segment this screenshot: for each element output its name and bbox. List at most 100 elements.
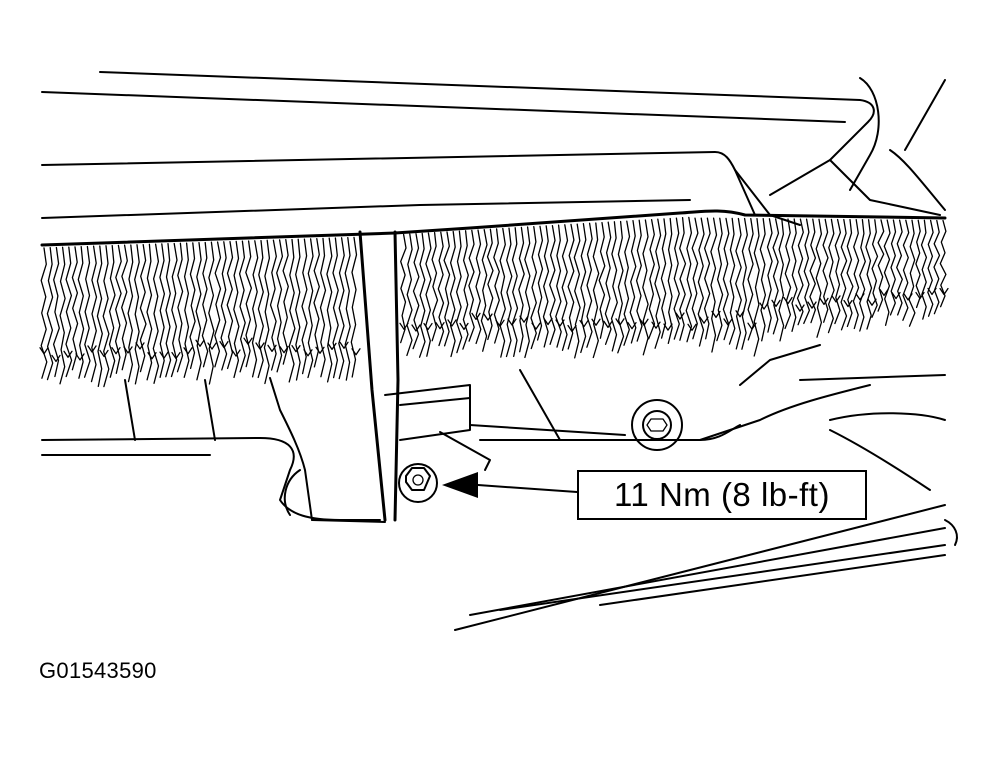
fringe-tooth: [303, 349, 313, 357]
fringe-strand: [586, 222, 593, 348]
fringe-strand: [90, 245, 98, 383]
fringe-strand: [332, 237, 339, 379]
fringe-tooth: [675, 312, 685, 320]
fringe-strand: [499, 227, 506, 358]
fringe-strand: [567, 223, 575, 350]
fringe-tooth: [147, 352, 157, 360]
fringe-strand: [667, 217, 673, 345]
fringe-strand: [859, 219, 866, 332]
fringe-strand: [877, 219, 885, 312]
fringe-strand: [803, 218, 811, 325]
fringe-tooth: [483, 313, 493, 321]
fringe-strand: [908, 219, 916, 327]
fringe-strand: [208, 241, 215, 385]
fringe-tooth: [159, 351, 169, 359]
fringe-strand: [102, 245, 110, 388]
bolt-icon-secondary: [631, 399, 683, 451]
fringe-strand: [52, 246, 60, 378]
fringe-tooth: [615, 318, 625, 326]
fringe-tooth: [879, 288, 889, 297]
torque-callout-box: 11 Nm (8 lb-ft): [577, 470, 867, 520]
fringe-tooth: [351, 348, 361, 356]
fringe-strand: [592, 222, 600, 359]
fringe-tooth: [135, 342, 145, 350]
fringe-tooth: [231, 349, 241, 357]
fringe-strand: [83, 245, 91, 378]
fringe-strand: [295, 238, 301, 381]
fringe-tooth: [63, 350, 73, 358]
fringe-strand: [400, 233, 407, 344]
fringe-strand: [604, 221, 612, 345]
fringe-strand: [443, 231, 451, 347]
fringe-tooth: [255, 342, 265, 350]
fringe-strand: [238, 240, 246, 373]
fringe-strand: [815, 218, 823, 338]
fringe-strand: [96, 245, 103, 388]
fringe-strand: [902, 219, 910, 321]
fringe-strand: [846, 218, 854, 328]
fringe-tooth: [807, 301, 817, 309]
fringe-tooth: [771, 299, 781, 307]
fringe-strand: [710, 217, 718, 353]
fringe-strand: [827, 218, 835, 334]
fringe-strand: [518, 226, 525, 353]
fringe-tooth: [891, 291, 901, 300]
fringe-strand: [580, 223, 587, 354]
fringe-strand: [728, 217, 736, 345]
fringe-strand: [920, 219, 928, 320]
fringe-strand: [319, 237, 327, 378]
fringe-tooth: [579, 319, 589, 328]
fringe-tooth: [507, 318, 517, 326]
fringe-strand: [766, 218, 773, 333]
fringe-tooth: [927, 287, 937, 296]
fringe-strand: [505, 227, 513, 358]
fringe-tooth: [831, 295, 841, 303]
fringe-tooth: [195, 339, 205, 347]
fringe-tooth: [747, 322, 757, 330]
fringe-tooth: [171, 351, 181, 360]
fringe-strand: [778, 218, 785, 342]
fringe-tooth: [867, 298, 877, 306]
fringe-strand: [127, 244, 134, 383]
fringe-strand: [555, 224, 562, 348]
fringe-strand: [673, 217, 680, 340]
fringe-tooth: [903, 293, 913, 301]
fringe-tooth: [855, 293, 865, 301]
fringe-strand: [623, 220, 631, 346]
weatherstrip-fringe: [39, 216, 949, 388]
fringe-strand: [226, 240, 234, 370]
fringe-strand: [263, 239, 271, 385]
fringe-strand: [338, 237, 345, 380]
fringe-strand: [648, 218, 656, 340]
fringe-strand: [170, 242, 178, 378]
fringe-strand: [195, 242, 202, 381]
fringe-tooth: [399, 322, 409, 330]
fringe-tooth: [519, 315, 529, 323]
fringe-strand: [852, 219, 860, 330]
fringe-strand: [114, 244, 122, 374]
fringe-strand: [486, 228, 494, 341]
fringe-strand: [152, 243, 160, 384]
fringe-strand: [475, 229, 482, 345]
fringe-strand: [59, 246, 66, 385]
weatherstrip-top-edge: [40, 209, 947, 247]
fringe-strand: [654, 218, 662, 349]
fringe-strand: [251, 240, 259, 378]
fringe-tooth: [723, 318, 733, 326]
fringe-strand: [214, 241, 222, 368]
fringe-strand: [573, 223, 581, 359]
fringe-tooth: [291, 345, 301, 353]
fringe-tooth: [423, 322, 433, 331]
fringe-strand: [350, 236, 358, 378]
fringe-tooth: [219, 340, 229, 349]
fringe-tooth: [267, 344, 277, 352]
fringe-tooth: [711, 310, 721, 319]
fringe-strand: [635, 219, 643, 342]
fringe-strand: [462, 230, 469, 350]
fringe-strand: [561, 224, 569, 351]
fringe-strand: [660, 218, 667, 339]
fringe-tooth: [495, 319, 505, 327]
fringe-strand: [716, 217, 724, 342]
fringe-strand: [511, 227, 519, 358]
fringe-strand: [896, 219, 903, 316]
